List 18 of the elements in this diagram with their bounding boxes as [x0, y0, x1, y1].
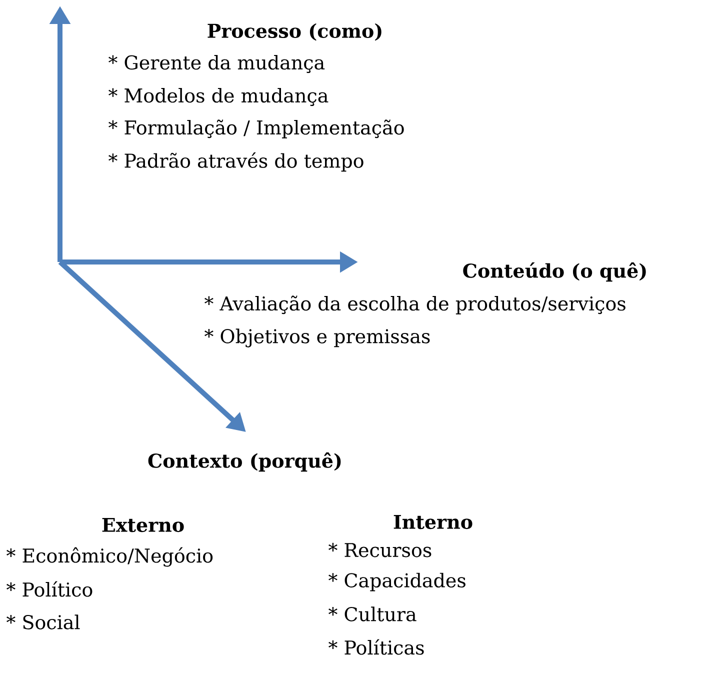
- bullet-item: * Cultura: [328, 606, 416, 622]
- bullet-item: * Recursos: [328, 542, 432, 558]
- subheading: Externo: [102, 518, 184, 532]
- bullet-item: * Formulação / Implementação: [108, 120, 404, 138]
- bullet-item: * Político: [6, 581, 92, 597]
- subheading: Interno: [394, 514, 472, 530]
- heading: Contexto (porquê): [148, 452, 341, 472]
- bullet-item: * Padrão através do tempo: [108, 152, 364, 172]
- heading: Conteúdo (o quê): [463, 262, 646, 282]
- bullet-item: * Avaliação da escolha de produtos/serviços: [204, 296, 626, 314]
- heading: Processo (como): [208, 23, 382, 41]
- bullet-item: * Social: [6, 614, 80, 630]
- bullet-item: * Gerente da mudança: [108, 54, 325, 74]
- bullet-item: * Políticas: [328, 639, 424, 655]
- bullet-item: * Objetivos e premissas: [204, 328, 430, 348]
- bullet-item: * Modelos de mudança: [108, 88, 328, 106]
- bullet-item: * Econômico/Negócio: [6, 547, 213, 567]
- bullet-item: * Capacidades: [328, 572, 466, 592]
